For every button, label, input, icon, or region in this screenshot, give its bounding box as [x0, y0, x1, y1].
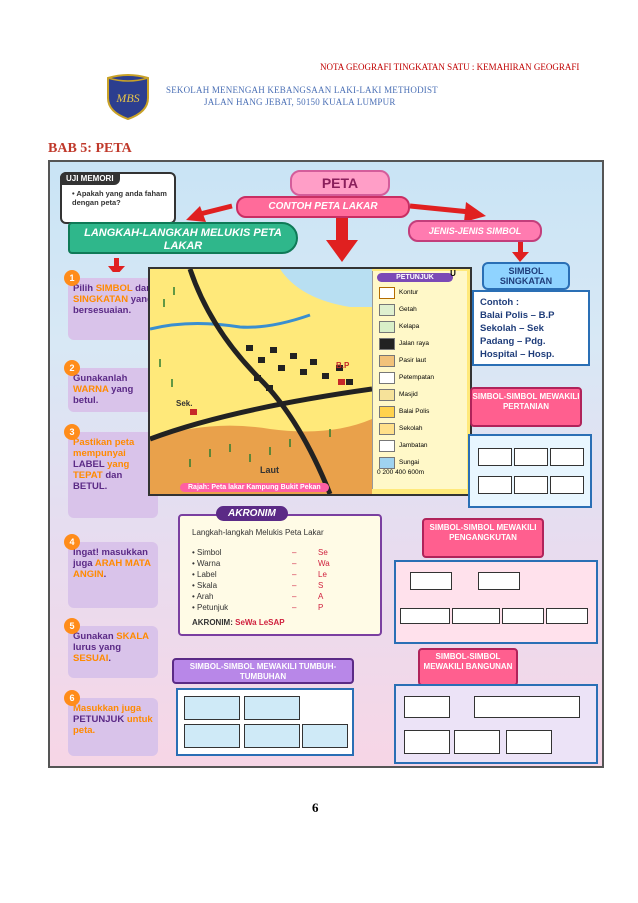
- akronim-row: • Warna–Wa: [192, 559, 330, 568]
- akronim-row: • Skala–S: [192, 581, 324, 590]
- singkatan-line: Padang – Pdg.: [480, 336, 546, 347]
- post-office-symbol-icon: [506, 730, 552, 754]
- coconut-symbol-icon: [478, 448, 512, 466]
- chapter-title: BAB 5: PETA: [48, 141, 132, 156]
- legend-row: Getah: [373, 301, 467, 318]
- legend-row: Pasir laut: [373, 352, 467, 369]
- path-symbol-icon: [546, 608, 588, 624]
- svg-text:MBS: MBS: [115, 91, 139, 105]
- contoh-peta-lakar-label: CONTOH PETA LAKAR: [236, 196, 410, 218]
- map-drawing: [150, 269, 372, 494]
- uji-memori-title: UJI MEMORI: [60, 172, 120, 185]
- pengangkutan-title: SIMBOL-SIMBOL MEWAKILI PENGANGKUTAN: [422, 518, 544, 558]
- akronim-row: • Label–Le: [192, 570, 327, 579]
- singkatan-line: Balai Polis – B.P: [480, 310, 555, 321]
- school-name: SEKOLAH MENENGAH KEBANGSAAN LAKI-LAKI ME…: [166, 85, 438, 95]
- pertanian-title: SIMBOL-SIMBOL MEWAKILI PERTANIAN: [470, 387, 582, 427]
- forest-symbol-icon: [184, 696, 240, 720]
- legend-row: Jambatan: [373, 437, 467, 454]
- lighthouse-symbol-icon: [474, 696, 580, 718]
- church-symbol-icon: [454, 730, 500, 754]
- legend-row: Sungai: [373, 454, 467, 471]
- uji-memori-text: • Apakah yang anda faham dengan peta?: [72, 189, 167, 207]
- legend-title: PETUNJUK: [377, 273, 453, 282]
- road-symbol-icon: [410, 572, 452, 590]
- bridge-symbol-icon: [478, 572, 520, 590]
- simbol-singkatan-title: SIMBOL SINGKATAN: [482, 262, 570, 290]
- map-label-sek: Sek.: [176, 399, 193, 408]
- akronim-row: • Simbol–Se: [192, 548, 328, 557]
- legend-row: Kontur: [373, 284, 467, 301]
- legend-row: Jalan raya: [373, 335, 467, 352]
- map-caption: Rajah: Peta lakar Kampung Bukit Pekan: [180, 483, 329, 492]
- shrub-symbol-icon: [302, 724, 348, 748]
- flow-arrows: [108, 202, 529, 272]
- simbol-singkatan-box: Contoh : Balai Polis – B.P Sekolah – Sek…: [472, 290, 590, 366]
- tea-symbol-icon: [550, 476, 584, 494]
- pengangkutan-symbols: [394, 560, 598, 644]
- akronim-row: • Petunjuk–P: [192, 603, 324, 612]
- poster-title: PETA: [290, 170, 390, 196]
- tumbuhan-title: SIMBOL-SIMBOL MEWAKILI TUMBUH-TUMBUHAN: [172, 658, 354, 684]
- swamp-symbol-icon: [244, 696, 300, 720]
- school-crest-logo: MBS: [107, 74, 149, 120]
- track-symbol-icon: [502, 608, 544, 624]
- akronim-footer: AKRONIM: SeWa LeSAP: [192, 618, 285, 627]
- sketch-map: B.P Sek. Laut PETUNJUK Kontur Getah Kela…: [148, 267, 472, 496]
- akronim-row: • Arah–A: [192, 592, 324, 601]
- bangunan-symbols: [394, 684, 598, 764]
- tumbuhan-symbols: [176, 688, 354, 756]
- rubber-symbol-icon: [514, 448, 548, 466]
- akronim-box: AKRONIM Langkah-langkah Melukis Peta Lak…: [178, 506, 382, 636]
- mosque-symbol-icon: [404, 696, 450, 718]
- railway-symbol-icon: [400, 608, 450, 624]
- map-label-bp: B.P: [336, 361, 350, 370]
- map-legend: PETUNJUK Kontur Getah Kelapa Jalan raya …: [372, 271, 467, 489]
- school-address: JALAN HANG JEBAT, 50150 KUALA LUMPUR: [204, 97, 396, 107]
- legend-row: Kelapa: [373, 318, 467, 335]
- map-scale: 0 200 400 600m: [377, 469, 424, 476]
- grass-symbol-icon: [244, 724, 300, 748]
- legend-row: Sekolah: [373, 420, 467, 437]
- akronim-title: AKRONIM: [216, 506, 288, 521]
- mangrove-symbol-icon: [184, 724, 240, 748]
- temple-symbol-icon: [404, 730, 450, 754]
- legend-row: Masjid: [373, 386, 467, 403]
- map-label-laut: Laut: [260, 465, 279, 475]
- pertanian-symbols: [468, 434, 592, 508]
- jenis-simbol-label: JENIS-JENIS SIMBOL: [408, 220, 542, 242]
- paddy-symbol-icon: [550, 448, 584, 466]
- peta-poster: PETA UJI MEMORI • Apakah yang anda faham…: [48, 160, 604, 768]
- akronim-intro: Langkah-langkah Melukis Peta Lakar: [192, 528, 324, 537]
- legend-row: Petempatan: [373, 369, 467, 386]
- singkatan-line: Hospital – Hosp.: [480, 349, 555, 360]
- fruit-symbol-icon: [478, 476, 512, 494]
- highway-symbol-icon: [452, 608, 500, 624]
- bangunan-title: SIMBOL-SIMBOL MEWAKILI BANGUNAN: [418, 648, 518, 686]
- singkatan-line: Contoh :: [480, 297, 520, 308]
- legend-row: Balai Polis: [373, 403, 467, 420]
- page-number: 6: [312, 800, 319, 815]
- north-arrow: U: [446, 269, 460, 299]
- langkah-banner: LANGKAH-LANGKAH MELUKIS PETA LAKAR: [68, 222, 298, 254]
- oilpalm-symbol-icon: [514, 476, 548, 494]
- singkatan-line: Sekolah – Sek: [480, 323, 544, 334]
- north-label: U: [450, 269, 456, 278]
- header-note: NOTA GEOGRAFI TINGKATAN SATU : KEMAHIRAN…: [320, 62, 580, 72]
